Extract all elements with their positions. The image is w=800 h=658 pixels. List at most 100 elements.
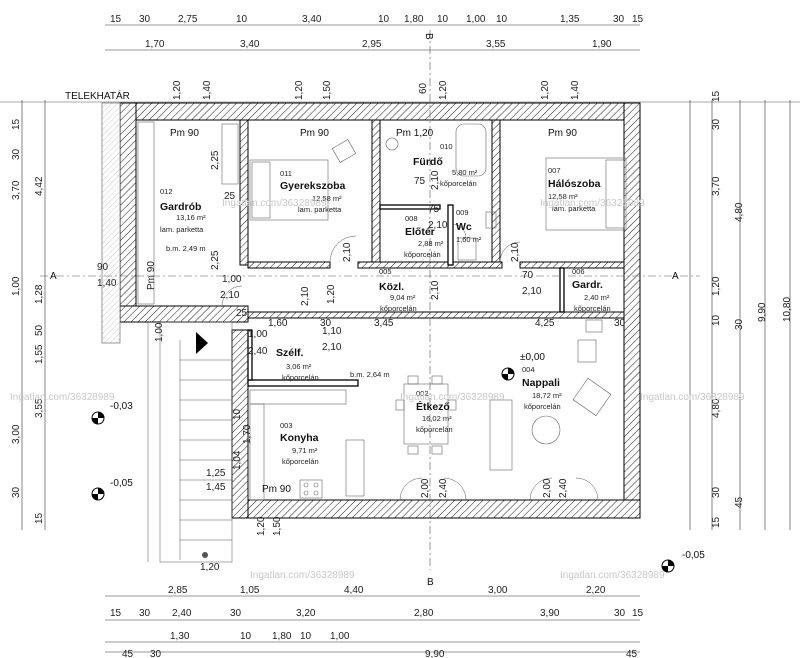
level-markers: -0,03 -0,05 -0,05 <box>91 367 705 573</box>
dim-int-4: 60 <box>418 82 429 94</box>
room-etkezo-area: 16,02 m² <box>422 414 452 423</box>
dim-top1-7: 10 <box>437 14 449 25</box>
dim-int-22: 70 <box>522 270 534 281</box>
dim-int-16: 2,10 <box>342 242 353 262</box>
room-gardr-floor: kőporcelán <box>574 304 611 313</box>
watermark-1: Ingatlan.com/36328989 <box>222 198 327 209</box>
dim-int-7: 1,40 <box>570 80 581 100</box>
furniture <box>137 121 627 501</box>
dim-int-32: 4,25 <box>535 318 555 329</box>
room-kozl-area: 9,04 m² <box>390 293 416 302</box>
room-wc-num: 009 <box>456 208 469 217</box>
room-etkezo-num: 002 <box>416 389 429 398</box>
dim-int-21: 2,10 <box>510 242 521 262</box>
dim-int-27: 1,00 <box>248 329 268 340</box>
level-zero: ±0,00 <box>520 352 545 363</box>
level-marker-3: -0,05 <box>682 550 705 561</box>
dimension-lines <box>21 24 791 653</box>
watermark-7: Ingatlan.com/36328989 <box>10 392 115 403</box>
dim-top1-5: 10 <box>378 14 390 25</box>
dim-int-41: 2,40 <box>438 478 449 498</box>
dim-top1-8: 1,00 <box>466 14 486 25</box>
room-furdo-area: 5,80 m² <box>452 168 478 177</box>
dim-top1-6: 1,80 <box>404 14 424 25</box>
dim-int-17: 75 <box>414 176 426 187</box>
room-gardrob-ceiling: Pm 90 <box>170 128 199 139</box>
dim-int-23: 2,10 <box>522 286 542 297</box>
room-gardrob-num: 012 <box>160 187 173 196</box>
hall-height: b.m. 2,64 m <box>350 370 390 379</box>
dim-top2-4: 1,90 <box>592 39 612 50</box>
room-eloter-num: 008 <box>405 214 418 223</box>
room-gardr-name: Gardr. <box>572 279 603 291</box>
dim-int-25: 1,20 <box>326 284 337 304</box>
dim-right-6: 10,80 <box>782 297 793 322</box>
dim-right-3: 4,80 <box>734 202 745 222</box>
dim-int-34: 2,40 <box>248 346 268 357</box>
dim-int-33: 30 <box>614 318 626 329</box>
dim-top2-3: 3,55 <box>486 39 506 50</box>
room-wc-area: 1,60 m² <box>456 235 482 244</box>
dim-int-47: 1,00 <box>154 322 165 342</box>
dim-top1-0: 15 <box>110 14 122 25</box>
dim-bot2-2: 2,40 <box>172 608 192 619</box>
room-gyerek-name: Gyerekszoba <box>280 180 346 192</box>
dim-left-2: 3,70 <box>11 180 22 200</box>
dim-bot4-2: 9,90 <box>425 649 445 658</box>
watermark-5: Ingatlan.com/36328989 <box>250 570 355 581</box>
room-kozl-name: Közl. <box>379 281 404 293</box>
dim-bot3-1: 10 <box>240 631 252 642</box>
dim-left-11: 30 <box>11 486 22 498</box>
dim-top1-12: 15 <box>632 14 644 25</box>
dim-int-19: 2,10 <box>428 220 448 231</box>
dim-bot3-3: 10 <box>300 631 312 642</box>
dim-int-24: 2,10 <box>430 280 441 300</box>
dim-bot1-4: 2,20 <box>586 585 606 596</box>
room-szelf-floor: kőporcelán <box>282 373 319 382</box>
dim-left-10: 15 <box>34 512 45 524</box>
room-furdo-name: Fürdő <box>413 156 443 168</box>
dim-left-1: 30 <box>11 148 22 160</box>
room-furdo-floor: kőporcelán <box>440 179 477 188</box>
walls <box>101 102 641 519</box>
level-marker-2: -0,05 <box>110 478 133 489</box>
dims-top-row1: 15 30 2,75 10 3,40 10 1,80 10 1,00 10 1,… <box>110 14 644 25</box>
dim-right-2: 3,70 <box>711 176 722 196</box>
dim-int-49: 1,25 <box>206 468 226 479</box>
dim-int-6: 1,20 <box>540 80 551 100</box>
dim-int-29: 30 <box>320 318 332 329</box>
room-gardr-area: 2,40 m² <box>584 293 610 302</box>
dim-int-8: 2,25 <box>210 150 221 170</box>
room-eloter-area: 2,88 m² <box>418 239 444 248</box>
dim-int-30: 1,10 <box>322 326 342 337</box>
dim-top1-3: 10 <box>236 14 248 25</box>
dim-int-44: 1,20 <box>200 562 220 573</box>
dim-bot2-3: 30 <box>230 608 242 619</box>
dim-int-26: 2,10 <box>300 286 311 306</box>
dim-left-3: 4,42 <box>34 176 45 196</box>
dims-left: 15 30 3,70 4,42 1,00 1,28 50 1,55 3,55 3… <box>11 118 45 524</box>
dim-int-14: 1,40 <box>97 278 117 289</box>
dim-bot4-0: 45 <box>122 649 134 658</box>
room-furdo-num: 010 <box>440 142 453 151</box>
dim-bot3-2: 1,80 <box>272 631 292 642</box>
dim-int-15: Pm 90 <box>146 261 157 290</box>
dim-top1-9: 10 <box>496 14 508 25</box>
dim-bot3-4: 1,00 <box>330 631 350 642</box>
room-gardr-num: 006 <box>572 267 585 276</box>
dim-int-28: 1,60 <box>268 318 288 329</box>
dim-int-31: 3,45 <box>374 318 394 329</box>
watermark-3: Ingatlan.com/36328989 <box>400 392 505 403</box>
dim-left-7: 1,55 <box>34 344 45 364</box>
room-konyha-num: 003 <box>280 421 293 430</box>
room-gyerek-num: 011 <box>280 169 292 178</box>
dim-left-8: 3,55 <box>34 398 45 418</box>
site-boundary-label: TELEKHATÁR <box>65 89 130 102</box>
room-gardrob-name: Gardrób <box>160 201 201 213</box>
dim-int-10: 2,25 <box>210 250 221 270</box>
dim-int-1: 1,40 <box>202 80 213 100</box>
dim-int-2: 1,20 <box>294 80 305 100</box>
room-eloter-name: Előtér <box>405 226 435 238</box>
entrance-steps <box>147 321 233 563</box>
